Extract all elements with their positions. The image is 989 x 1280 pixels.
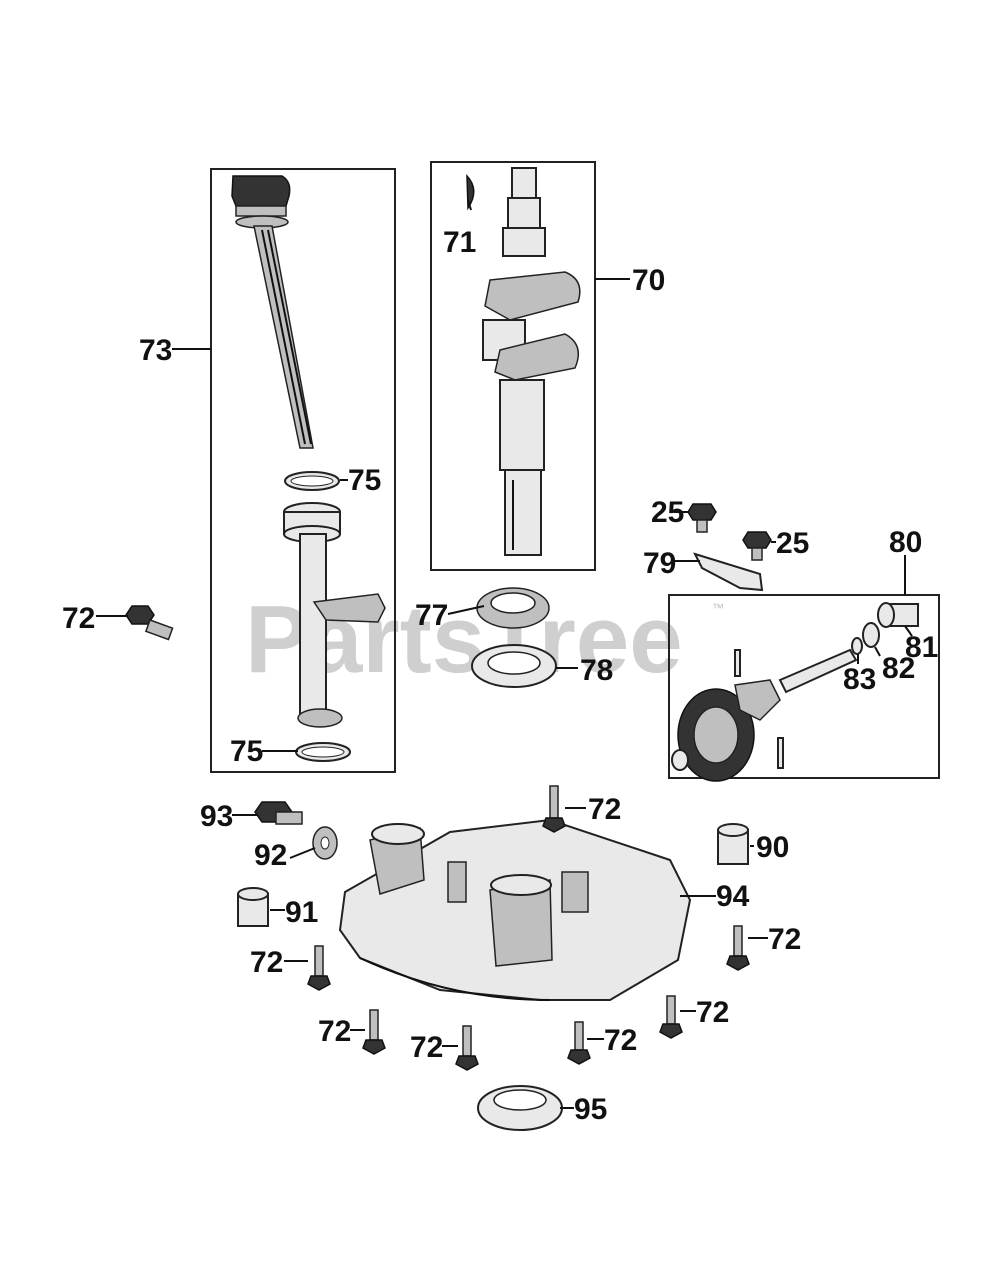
callout-72-lower-right: 72	[696, 996, 729, 1029]
callout-91: 91	[285, 896, 318, 929]
callout-90: 90	[756, 831, 789, 864]
callout-79: 79	[643, 547, 676, 580]
part-72-bolt-3[interactable]	[307, 945, 331, 991]
callout-94: 94	[716, 880, 750, 913]
part-94-crankcase-cover[interactable]	[338, 818, 692, 1001]
callout-75-upper: 75	[348, 464, 381, 497]
part-79-bracket[interactable]	[693, 552, 764, 592]
part-81-bushing[interactable]	[877, 602, 919, 628]
callout-95: 95	[574, 1093, 607, 1126]
part-95-seal[interactable]	[477, 1085, 563, 1131]
callout-71: 71	[443, 226, 476, 259]
callout-92: 92	[254, 839, 287, 872]
part-83-ring[interactable]	[851, 637, 863, 655]
callout-labels: 73 75 75 71 70 77 78 25 25 79 80 81 82 8…	[62, 226, 938, 1126]
callout-93: 93	[200, 800, 233, 833]
callout-72-left: 72	[62, 602, 95, 635]
callout-72-right: 72	[768, 923, 801, 956]
part-72-bolt-left[interactable]	[125, 605, 174, 641]
part-72-bolt-6[interactable]	[455, 1025, 479, 1071]
part-91-dowel[interactable]	[237, 887, 269, 927]
part-93-drain-plug[interactable]	[254, 801, 303, 825]
callout-72-bottom-3: 72	[604, 1024, 637, 1057]
callout-72-bottom-2: 72	[410, 1031, 443, 1064]
crankshaft-group-box	[430, 161, 596, 571]
part-90-dowel[interactable]	[717, 823, 749, 865]
part-73-dipstick[interactable]	[231, 175, 314, 449]
callout-70: 70	[632, 264, 665, 297]
part-dipstick-tube	[283, 502, 386, 728]
part-77-gear[interactable]	[476, 587, 550, 629]
watermark-trademark: ™	[712, 601, 724, 615]
part-75-oring-lower[interactable]	[295, 742, 351, 762]
callout-25-lower: 25	[776, 527, 809, 560]
part-25-bolt-lower[interactable]	[742, 531, 772, 561]
leader-lines	[96, 199, 913, 1109]
callout-82: 82	[882, 652, 915, 685]
callout-25-upper: 25	[651, 496, 684, 529]
callout-75-lower: 75	[230, 735, 263, 768]
callout-72-mid-left: 72	[250, 946, 283, 979]
part-72-bolt-1[interactable]	[542, 785, 566, 833]
part-72-bolt-7[interactable]	[567, 1021, 591, 1065]
part-25-bolt-upper[interactable]	[687, 503, 717, 533]
callout-77: 77	[415, 599, 448, 632]
part-70-crankshaft[interactable]	[482, 167, 581, 556]
part-72-bolt-4[interactable]	[659, 995, 683, 1039]
governor-group-box	[668, 594, 940, 779]
callout-80: 80	[889, 526, 922, 559]
part-72-bolt-5[interactable]	[362, 1009, 386, 1055]
callout-72-bottom-1: 72	[318, 1015, 351, 1048]
callout-73: 73	[139, 334, 172, 367]
callout-83: 83	[843, 663, 876, 696]
part-78-washer[interactable]	[471, 644, 557, 688]
part-80-governor-assembly[interactable]	[671, 648, 858, 782]
callout-72-top: 72	[588, 793, 621, 826]
part-82-washer[interactable]	[862, 622, 880, 648]
part-92-washer[interactable]	[312, 826, 338, 860]
dipstick-group-box	[210, 168, 396, 773]
callout-81: 81	[905, 631, 938, 664]
callout-78: 78	[580, 654, 613, 687]
part-75-oring-upper[interactable]	[284, 471, 340, 491]
part-72-bolt-2[interactable]	[726, 925, 750, 971]
